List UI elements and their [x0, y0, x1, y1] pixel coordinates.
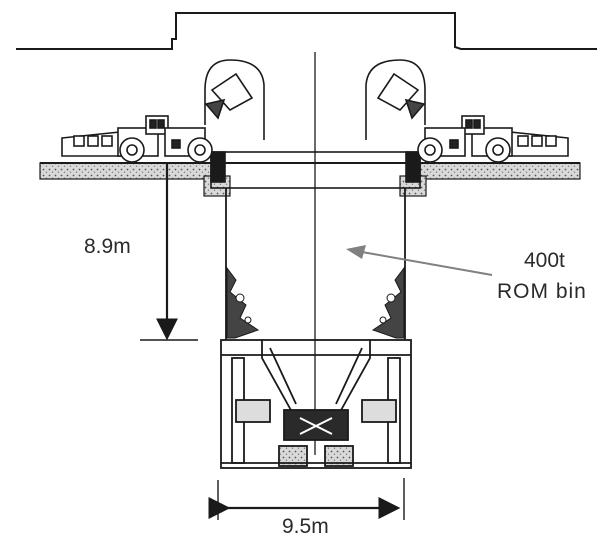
depth-label: 8.9m — [84, 235, 131, 258]
building-outline — [16, 12, 597, 50]
depth-dimension — [140, 163, 198, 341]
bin-collar — [210, 151, 421, 189]
width-label: 9.5m — [282, 515, 329, 538]
left-haul-truck — [61, 59, 265, 163]
right-haul-truck — [365, 59, 569, 163]
width-dimension — [208, 478, 405, 520]
bin-walls — [225, 188, 406, 340]
ground-surface — [39, 162, 581, 197]
bin-capacity-label: 400t — [524, 249, 565, 272]
bin-name-label: ROM bin — [497, 280, 587, 303]
rock-fill — [226, 266, 405, 339]
lower-chamber — [220, 339, 412, 469]
bin-pointer-arrow — [346, 245, 493, 276]
